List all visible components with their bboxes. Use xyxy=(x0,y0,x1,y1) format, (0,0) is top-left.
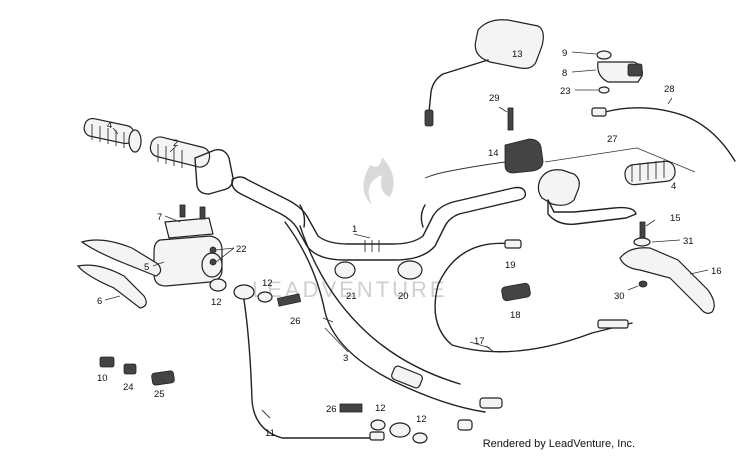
callouts: 1 2 3 4 4 5 6 7 8 9 10 11 12 12 12 12 13… xyxy=(97,48,722,439)
callout-13: 13 xyxy=(512,49,523,60)
callout-12-a: 12 xyxy=(211,297,222,308)
callout-12-b: 12 xyxy=(262,278,273,289)
cable-28 xyxy=(591,107,736,162)
handlebar xyxy=(231,176,527,261)
callout-4-left: 4 xyxy=(107,120,112,131)
clamps xyxy=(334,260,531,302)
callout-22: 22 xyxy=(236,244,247,255)
grip-right-assembly xyxy=(537,147,696,225)
fittings-upper xyxy=(209,278,302,307)
lever-bracket-top xyxy=(596,50,643,94)
master-cylinder xyxy=(153,204,223,287)
callout-10: 10 xyxy=(97,373,108,384)
callout-1: 1 xyxy=(352,224,357,235)
brake-hose xyxy=(243,299,385,441)
callout-29: 29 xyxy=(489,93,500,104)
callout-15: 15 xyxy=(670,213,681,224)
mirror xyxy=(424,19,544,127)
callout-3: 3 xyxy=(343,353,348,364)
brake-levers xyxy=(76,239,162,309)
callout-7: 7 xyxy=(157,212,162,223)
callout-12-d: 12 xyxy=(416,414,427,425)
throttle-grip xyxy=(149,136,234,195)
watermark: LEADVENTURE xyxy=(252,157,445,302)
callout-16: 16 xyxy=(711,266,722,277)
callout-4-right: 4 xyxy=(671,181,676,192)
callout-18: 18 xyxy=(510,310,521,321)
callout-28: 28 xyxy=(664,84,675,95)
fittings-lower xyxy=(99,356,428,444)
callout-14: 14 xyxy=(488,148,499,159)
callout-11: 11 xyxy=(265,428,275,439)
callout-23: 23 xyxy=(560,86,571,97)
callout-31: 31 xyxy=(683,236,694,247)
callout-12-c: 12 xyxy=(375,403,386,414)
render-credit: Rendered by LeadVenture, Inc. xyxy=(482,438,635,450)
callout-21: 21 xyxy=(346,291,357,302)
callout-19: 19 xyxy=(505,260,516,271)
callout-2: 2 xyxy=(173,138,178,149)
callout-25: 25 xyxy=(154,389,165,400)
callout-30: 30 xyxy=(614,291,625,302)
callout-20: 20 xyxy=(398,291,409,302)
callout-6: 6 xyxy=(97,296,102,307)
callout-26-b: 26 xyxy=(326,404,337,415)
callout-5: 5 xyxy=(144,262,149,273)
callout-27: 27 xyxy=(607,134,618,145)
clutch-lever xyxy=(619,221,715,314)
switch-14 xyxy=(424,107,544,179)
callout-24: 24 xyxy=(123,382,134,393)
clutch-cable xyxy=(434,239,633,353)
throttle-cable xyxy=(284,221,503,431)
callout-26-a: 26 xyxy=(290,316,301,327)
callout-9: 9 xyxy=(562,48,567,59)
grip-left xyxy=(83,117,142,153)
callout-8: 8 xyxy=(562,68,567,79)
callout-17: 17 xyxy=(474,336,485,347)
